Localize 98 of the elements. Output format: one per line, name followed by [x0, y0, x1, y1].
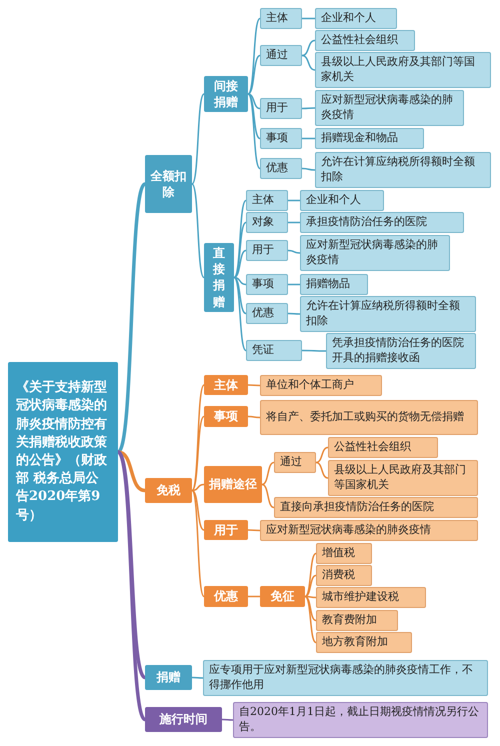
detail-box: 直接向承担疫情防治任务的医院: [274, 497, 478, 518]
connector-line: [316, 446, 328, 464]
detail-box: 教育费附加: [316, 610, 398, 631]
connector-line: [192, 416, 204, 492]
topic-box: 间接捐赠: [204, 76, 248, 112]
detail-box: 通过: [260, 45, 302, 66]
connector-line: [302, 168, 316, 171]
topic-box: 用于: [204, 520, 248, 540]
connector-line: [302, 40, 316, 56]
connector-line: [262, 484, 274, 508]
connector-line: [304, 552, 316, 598]
connector-line: [234, 222, 246, 278]
detail-box: 主体: [246, 190, 288, 211]
connector-line: [304, 596, 316, 644]
detail-box: 将自产、委托加工或购买的货物无偿捐赠: [260, 400, 478, 435]
topic-box: 捐赠途径: [204, 466, 262, 503]
detail-box: 允许在计算应纳税所得额时全额扣除: [300, 296, 476, 332]
connector-line: [304, 596, 316, 622]
detail-box: 允许在计算应纳税所得额时全额扣除: [315, 152, 491, 188]
connector-line: [288, 200, 300, 202]
detail-box: 优惠: [246, 303, 288, 324]
connector-line: [288, 312, 300, 315]
detail-box: 应对新型冠状病毒感染的肺炎疫情: [315, 90, 464, 126]
connector-line: [248, 93, 260, 170]
connector-line: [248, 384, 260, 386]
connector-line: [248, 93, 260, 140]
detail-box: 公益性社会组织: [328, 437, 438, 458]
connector-line: [248, 529, 260, 532]
connector-line: [302, 107, 315, 110]
connector-line: [234, 276, 246, 352]
connector-line: [191, 184, 205, 278]
connector-line: [248, 416, 260, 418]
topic-box: 事项: [204, 406, 248, 427]
detail-box: 用于: [246, 240, 288, 261]
detail-box: 应对新型冠状病毒感染的肺炎疫情: [260, 520, 478, 541]
detail-box: 消费税: [316, 565, 372, 586]
connector-line: [302, 350, 326, 352]
topic-box: 施行时间: [145, 707, 222, 732]
detail-box: 用于: [260, 98, 302, 119]
detail-box: 企业和个人: [300, 190, 384, 211]
connector-line: [248, 18, 260, 95]
connector-line: [191, 384, 205, 491]
connector-line: [192, 490, 204, 531]
detail-box: 地方教育附加: [316, 632, 412, 653]
detail-box: 公益性社会组织: [315, 30, 415, 51]
connector-line: [116, 183, 146, 453]
connector-line: [116, 451, 146, 720]
topic-box: 主体: [204, 375, 248, 396]
detail-box: 县级以上人民政府及其部门等国家机关: [315, 52, 491, 88]
connector-line: [234, 276, 246, 286]
detail-box: 捐赠现金和物品: [315, 128, 424, 149]
detail-box: 捐赠物品: [300, 274, 368, 295]
connector-line: [191, 94, 205, 184]
detail-box: 凭承担疫情防治任务的医院开具的捐赠接收函: [326, 333, 476, 369]
connector-line: [304, 596, 316, 598]
detail-box: 自2020年1月1日起，截止日期视疫情情况另行公告。: [233, 702, 488, 738]
detail-box: 县级以上人民政府及其部门等国家机关: [328, 460, 478, 496]
connector-line: [248, 54, 260, 95]
detail-box: 单位和个体工商户: [260, 375, 382, 396]
connector-line: [222, 718, 233, 721]
connector-line: [288, 250, 300, 254]
connector-line: [234, 250, 246, 278]
connector-line: [248, 93, 260, 110]
connector-line: [262, 462, 274, 486]
detail-box: 优惠: [260, 158, 302, 179]
connector-line: [316, 462, 328, 479]
detail-box: 通过: [274, 452, 316, 473]
detail-box: 凭证: [246, 340, 302, 361]
root-box: 《关于支持新型冠状病毒感染的肺炎疫情防控有关捐赠税收政策的公告》（财政部 税务总局公告2020年第9号）: [8, 362, 118, 542]
detail-box: 增值税: [316, 543, 372, 564]
connector-line: [192, 676, 203, 679]
detail-box: 主体: [260, 8, 302, 29]
detail-box: 承担疫情防治任务的医院: [300, 212, 464, 233]
topic-box: 全额扣除: [145, 155, 192, 213]
detail-box: 应专项用于应对新型冠状病毒感染的肺炎疫情工作，不得挪作他用: [203, 660, 488, 696]
detail-box: 企业和个人: [315, 8, 397, 29]
connector-line: [302, 18, 315, 20]
topic-box: 免征: [260, 586, 305, 607]
topic-box: 免税: [145, 478, 192, 503]
connector-line: [304, 574, 316, 598]
connector-line: [288, 222, 300, 224]
detail-box: 对象: [246, 212, 288, 233]
topic-box: 直接捐赠: [204, 243, 234, 312]
connector-line: [302, 54, 316, 71]
detail-box: 事项: [260, 128, 302, 149]
detail-box: 城市维护建设税: [316, 587, 426, 608]
connector-line: [233, 200, 247, 278]
topic-box: 优惠: [204, 586, 248, 607]
detail-box: 事项: [246, 274, 288, 295]
connector-line: [192, 484, 204, 492]
topic-box: 捐赠: [145, 665, 192, 690]
connector-line: [288, 284, 300, 286]
connector-line: [118, 450, 146, 492]
detail-box: 应对新型冠状病毒感染的肺炎疫情: [300, 235, 450, 271]
connector-line: [234, 276, 246, 314]
connector-line: [302, 138, 315, 140]
connector-line: [248, 596, 260, 598]
connector-line: [191, 490, 205, 597]
